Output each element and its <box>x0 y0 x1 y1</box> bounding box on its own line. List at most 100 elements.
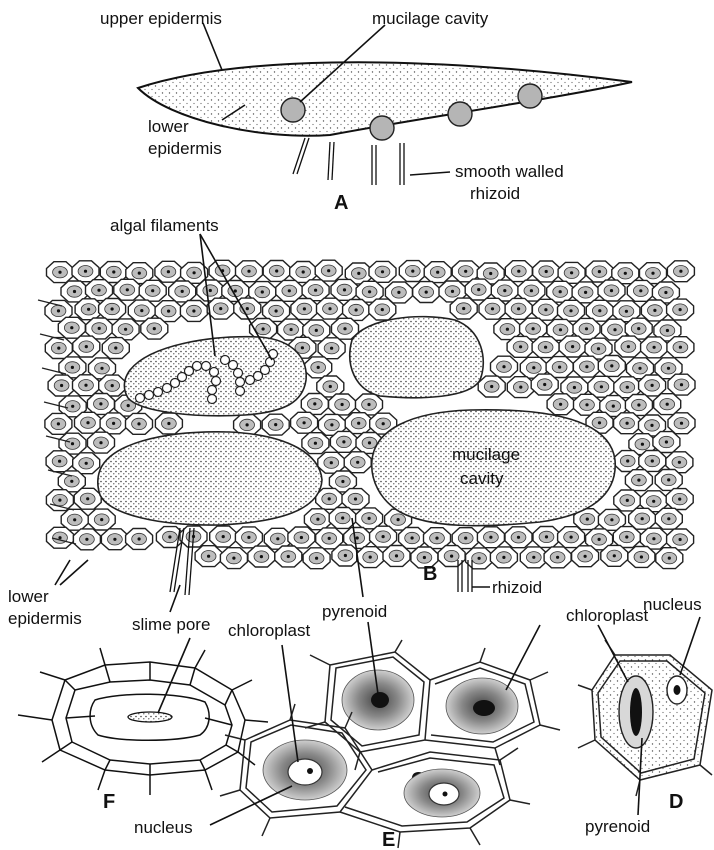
tissue-cell-pyrenoid <box>598 538 601 541</box>
tissue-cell-pyrenoid <box>167 422 170 425</box>
nucleus-e1 <box>288 759 322 785</box>
nucleolus-e2 <box>443 792 448 797</box>
tissue-cell-pyrenoid <box>627 345 630 348</box>
tissue-cell-pyrenoid <box>330 347 333 350</box>
tissue-cell-pyrenoid <box>612 405 615 408</box>
tissue-cell-pyrenoid <box>679 308 682 311</box>
tissue-cell-pyrenoid <box>84 384 87 387</box>
tissue-cell-pyrenoid <box>610 364 613 367</box>
tissue-cell-pyrenoid <box>234 289 237 292</box>
pyrenoid-d <box>630 688 642 736</box>
tissue-cell-pyrenoid <box>315 557 318 560</box>
tissue-cell-pyrenoid <box>639 289 642 292</box>
tissue-cell-pyrenoid <box>519 345 522 348</box>
tissue-cell-pyrenoid <box>58 499 61 502</box>
tissue-cell-pyrenoid <box>586 518 589 521</box>
tissue-cell-pyrenoid <box>653 346 656 349</box>
tissue-cell-pyrenoid <box>314 442 317 445</box>
tissue-cell-pyrenoid <box>127 404 130 407</box>
tissue-cell-pyrenoid <box>99 441 102 444</box>
tissue-cell-pyrenoid <box>570 536 573 539</box>
tissue-cell-pyrenoid <box>637 327 640 330</box>
tissue-cell-pyrenoid <box>638 367 641 370</box>
tissue-cell-pyrenoid <box>328 307 331 310</box>
tissue-cell-pyrenoid <box>679 538 682 541</box>
tissue-cell-pyrenoid <box>357 272 360 275</box>
tissue-cell-pyrenoid <box>328 497 331 500</box>
tissue-cell-pyrenoid <box>624 272 627 275</box>
tissue-cell-pyrenoid <box>613 328 616 331</box>
tissue-cell-pyrenoid <box>665 440 668 443</box>
tissue-cell-pyrenoid <box>545 535 548 538</box>
tissue-cell-pyrenoid <box>168 535 171 538</box>
label-upper-epidermis: upper epidermis <box>100 9 222 28</box>
tissue-cell-pyrenoid <box>87 308 90 311</box>
tissue-cell-pyrenoid <box>532 556 535 559</box>
tissue-cell-pyrenoid <box>517 536 520 539</box>
tissue-cell-pyrenoid <box>344 554 347 557</box>
tissue-cell-pyrenoid <box>275 269 278 272</box>
tissue-cell-pyrenoid <box>382 422 385 425</box>
tissue-cell-pyrenoid <box>355 308 358 311</box>
figure-letter-b: B <box>423 563 437 585</box>
tissue-cell-pyrenoid <box>464 537 467 540</box>
tissue-cell-pyrenoid <box>637 479 640 482</box>
tissue-cell-pyrenoid <box>502 365 505 368</box>
figure-letter-f: F <box>103 791 115 813</box>
tissue-cell-pyrenoid <box>397 518 400 521</box>
tissue-cell-pyrenoid <box>569 309 572 312</box>
tissue-cell-pyrenoid <box>530 289 533 292</box>
tissue-cell-pyrenoid <box>302 270 305 273</box>
tissue-cell-pyrenoid <box>112 422 115 425</box>
tissue-cell-pyrenoid <box>301 346 304 349</box>
tissue-cell-pyrenoid <box>381 270 384 273</box>
tissue-cell-pyrenoid <box>545 270 548 273</box>
tissue-cell-pyrenoid <box>451 290 454 293</box>
tissue-cell-pyrenoid <box>354 497 357 500</box>
figure-letter-e: E <box>382 829 395 850</box>
label-chloroplast-d: chloroplast <box>566 606 648 625</box>
tissue-cell-pyrenoid <box>651 272 654 275</box>
tissue-cell-pyrenoid <box>70 480 73 483</box>
tissue-cell-pyrenoid <box>544 308 547 311</box>
tissue-cell-pyrenoid <box>207 555 210 558</box>
tissue-cell-pyrenoid <box>85 345 88 348</box>
tissue-cell-pyrenoid <box>678 498 681 501</box>
tissue-cell-pyrenoid <box>138 537 141 540</box>
tissue-cell-pyrenoid <box>637 403 640 406</box>
tissue-cell-pyrenoid <box>151 289 154 292</box>
tissue-cell-pyrenoid <box>650 424 653 427</box>
tissue-cell-pyrenoid <box>544 346 547 349</box>
tissue-cell-pyrenoid <box>99 402 102 405</box>
tissue-cell-pyrenoid <box>330 423 333 426</box>
tissue-cell-pyrenoid <box>313 402 316 405</box>
tissue-cell-pyrenoid <box>303 421 306 424</box>
tissue-cell-pyrenoid <box>651 459 654 462</box>
tissue-cell-pyrenoid <box>192 309 195 312</box>
tissue-cell-pyrenoid <box>626 499 629 502</box>
tissue-cell-pyrenoid <box>423 556 426 559</box>
tissue-cell-pyrenoid <box>382 535 385 538</box>
figure-a: upper epidermis mucilage cavity lower ep… <box>100 9 632 214</box>
tissue-cell-pyrenoid <box>86 421 89 424</box>
label-chloroplast-e: chloroplast <box>228 621 310 640</box>
tissue-cell-pyrenoid <box>343 327 346 330</box>
pyrenoid-c1 <box>371 692 389 708</box>
tissue-cell-pyrenoid <box>626 386 629 389</box>
tissue-cell-pyrenoid <box>342 440 345 443</box>
tissue-cell-pyrenoid <box>625 535 628 538</box>
tissue-cell-pyrenoid <box>314 289 317 292</box>
tissue-cell-pyrenoid <box>680 422 683 425</box>
tissue-cell-pyrenoid <box>610 518 613 521</box>
tissue-cell-pyrenoid <box>113 538 116 541</box>
tissue-cell-pyrenoid <box>57 422 60 425</box>
tissue-cell-pyrenoid <box>367 403 370 406</box>
tissue-cell-pyrenoid <box>573 386 576 389</box>
tissue-cell-pyrenoid <box>112 270 115 273</box>
tissue-cell-pyrenoid <box>71 366 74 369</box>
label-lower-epidermis-a-1: lower <box>148 117 189 136</box>
tissue-cell-pyrenoid <box>357 422 360 425</box>
tissue-cell-pyrenoid <box>246 307 249 310</box>
tissue-cell-pyrenoid <box>275 309 278 312</box>
label-smooth-walled-2: rhizoid <box>470 184 520 203</box>
